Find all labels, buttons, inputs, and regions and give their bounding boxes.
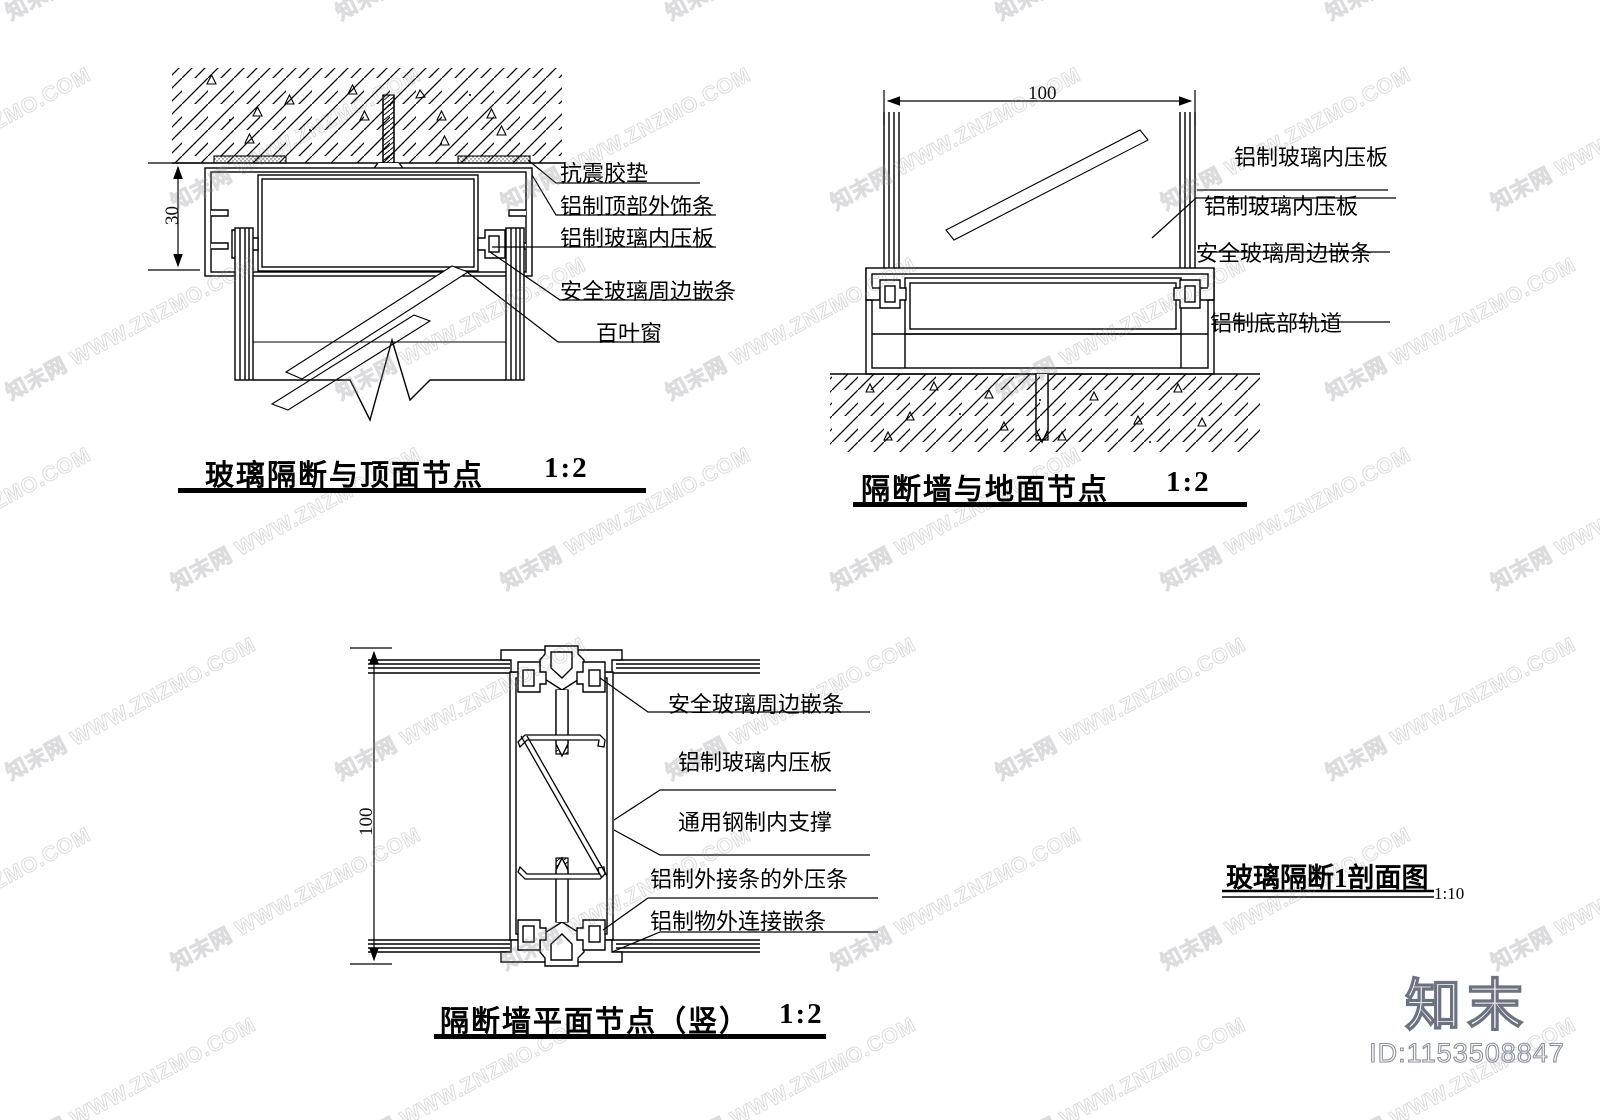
callout-alu-glass-plate-1: 铝制玻璃内压板	[560, 226, 715, 251]
aluminium-top-trim-profile	[204, 167, 533, 277]
detail-floor-node	[830, 90, 1396, 452]
aluminium-bottom-track	[865, 267, 1215, 375]
callout-safety-glass-gasket-2: 安全玻璃周边嵌条	[1196, 241, 1373, 266]
callout-louvre-window: 百叶窗	[596, 321, 663, 346]
concrete-floor-hatch	[830, 374, 1260, 452]
dimension-30	[148, 162, 200, 271]
callout-alu-bottom-track: 铝制底部轨道	[1210, 311, 1343, 336]
callout-leaders-detail1	[466, 159, 722, 343]
sheet-title-label: 玻璃隔断1剖面图	[1226, 863, 1429, 893]
detail-1-title: 玻璃隔断与顶面节点	[205, 460, 485, 492]
callout-safety-glass-gasket-1: 安全玻璃周边嵌条	[560, 279, 737, 304]
break-line-symbol	[253, 337, 506, 422]
steel-internal-brace	[517, 734, 608, 880]
dimension-100-vertical	[350, 647, 392, 965]
detail-1-title-underline	[178, 488, 646, 493]
callout-anti-seismic-pad: 抗震胶垫	[560, 161, 649, 186]
sheet-title-scale: 1:10	[1434, 884, 1465, 903]
callout-alu-glass-plate-2b: 铝制玻璃内压板	[1204, 194, 1359, 219]
detail-ceiling-node	[148, 68, 722, 422]
callout-alu-outer-connect-gasket: 铝制物外连接嵌条	[650, 909, 827, 934]
glass-panel-section	[883, 112, 1196, 300]
dimension-label-100-vertical: 100	[356, 807, 377, 837]
vertical-mullion-profile	[234, 227, 525, 381]
top-cap-assembly	[500, 645, 623, 693]
dimension-label-100-horizontal: 100	[1028, 83, 1057, 104]
glass-panel-plan	[368, 659, 760, 953]
detail-plan-vertical-node	[350, 645, 878, 967]
bottom-cap-assembly	[500, 919, 623, 967]
callout-leaders-detail3	[599, 677, 878, 953]
brand-block: 知末 ID:1153508847	[1352, 974, 1582, 1068]
callout-alu-outer-press-strip: 铝制外接条的外压条	[650, 867, 849, 892]
safety-glass-edge-gasket	[879, 279, 1201, 309]
sheet-title-rules	[1222, 889, 1434, 898]
callout-alu-top-trim: 铝制顶部外饰条	[560, 194, 715, 219]
dimension-100-horizontal	[883, 90, 1196, 125]
detail-2-scale: 1:2	[1166, 466, 1211, 498]
anti-seismic-rubber-pad	[213, 155, 531, 164]
concrete-slab-hatch	[172, 68, 565, 164]
callout-steel-internal-brace: 通用钢制内支撑	[678, 810, 833, 835]
brand-logo: 知末	[1404, 974, 1529, 1037]
detail-2-title-underline	[853, 502, 1247, 507]
callout-alu-glass-plate-2a: 铝制玻璃内压板	[1234, 145, 1389, 170]
louvre-blades	[253, 265, 506, 411]
detail-1-scale: 1:2	[544, 452, 589, 484]
detail-3-scale: 1:2	[779, 998, 824, 1030]
detail-3-title-underline	[434, 1034, 826, 1039]
callout-leaders-detail2	[1151, 189, 1396, 323]
callout-alu-glass-plate-3: 铝制玻璃内压板	[678, 750, 833, 775]
detail-2-title: 隔断墙与地面节点	[861, 474, 1110, 506]
callout-safety-glass-gasket-3: 安全玻璃周边嵌条	[668, 692, 845, 717]
dimension-label-30: 30	[162, 206, 183, 225]
detail-3-title: 隔断墙平面节点（竖）	[440, 1006, 751, 1038]
brand-id: ID:1153508847	[1369, 1038, 1565, 1068]
